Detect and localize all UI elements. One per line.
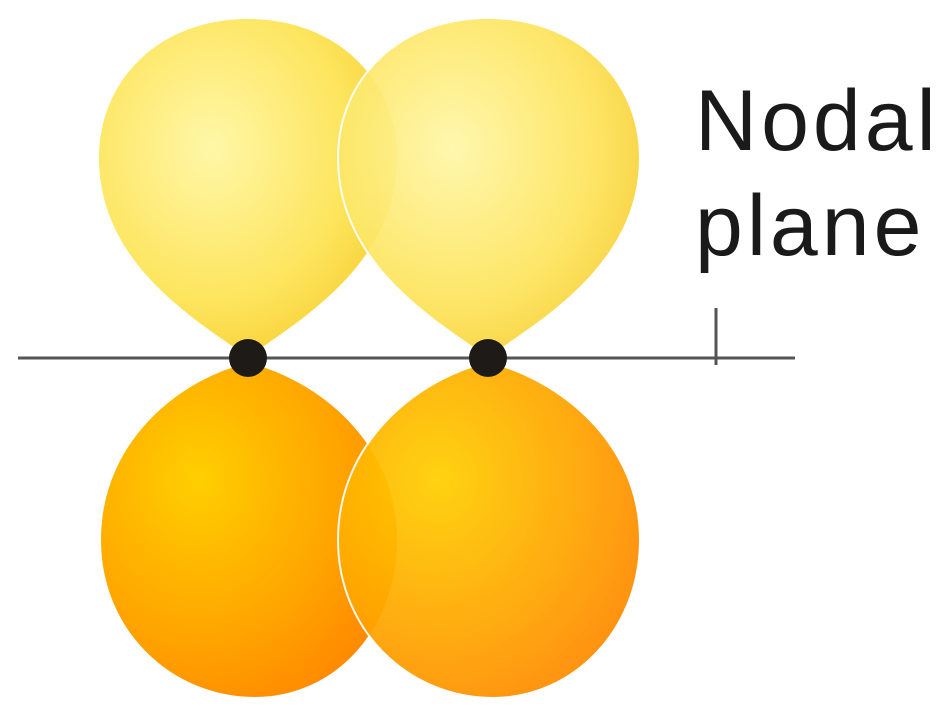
bottom-right-lobe	[336, 360, 642, 700]
nucleus-left-icon	[229, 339, 267, 377]
nucleus-right-icon	[469, 339, 507, 377]
nodal-plane-label-line2: plane	[695, 178, 925, 274]
top-right-lobe	[336, 16, 642, 360]
nodal-plane-label-line1: Nodal	[695, 73, 936, 169]
